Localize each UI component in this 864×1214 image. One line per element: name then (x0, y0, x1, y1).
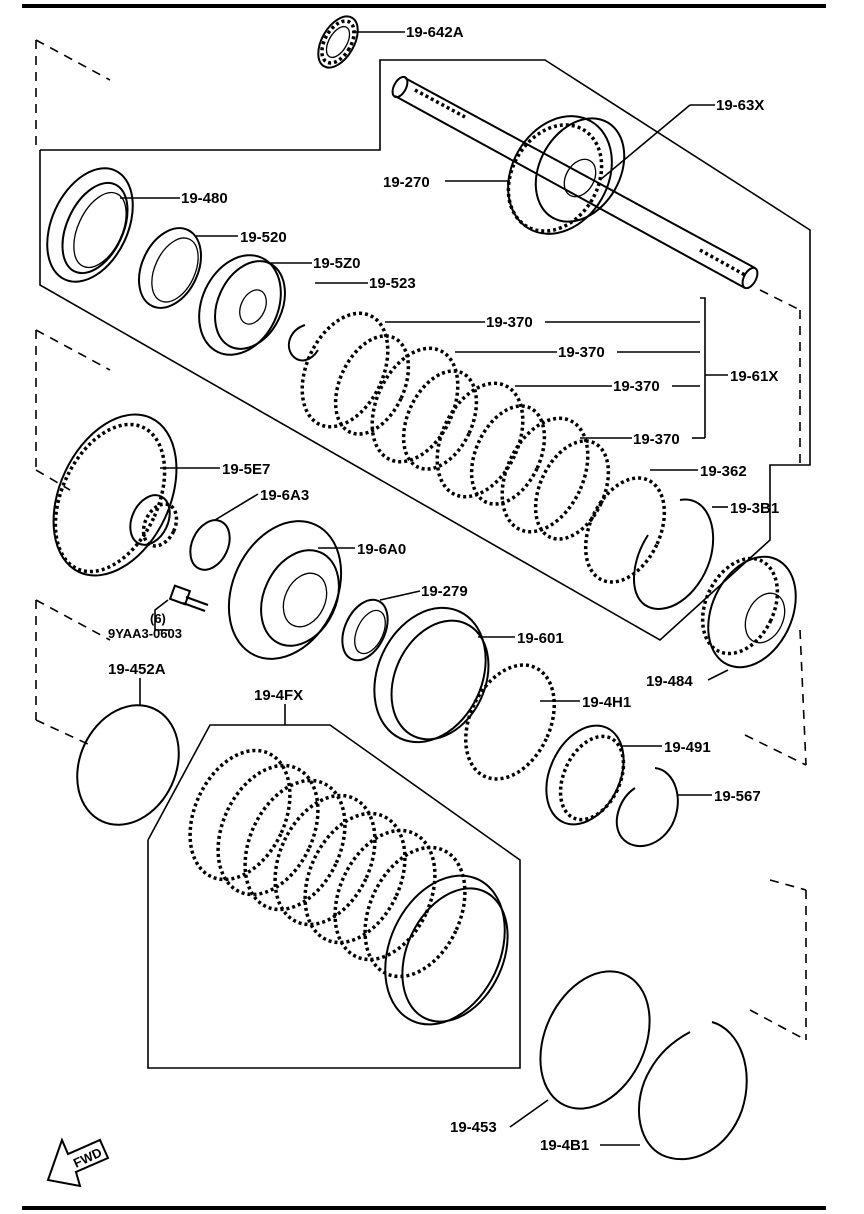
label-19-520: 19-520 (240, 229, 287, 246)
fwd-arrow-icon: FWD (46, 1137, 110, 1188)
dashed-line-mid-left-diag (35, 329, 111, 371)
leader-bolt (154, 599, 170, 631)
leader-484 (707, 669, 729, 681)
part-19-642a (317, 15, 359, 69)
part-19-484 (700, 555, 797, 669)
part-19-6a3 (189, 519, 231, 571)
part-19-3b1 (633, 498, 715, 610)
label-19-370-a: 19-370 (486, 314, 533, 331)
dashed-line-right-2 (799, 629, 807, 766)
part-19-4b1 (638, 1021, 748, 1161)
part-19-370-plates (300, 311, 611, 541)
label-19-453: 19-453 (450, 1119, 497, 1136)
label-19-601: 19-601 (517, 630, 564, 647)
group-4fx-outline (147, 724, 521, 1069)
label-19-370-c: 19-370 (613, 378, 660, 395)
label-19-484: 19-484 (646, 673, 693, 690)
label-19-523: 19-523 (369, 275, 416, 292)
dashed-line-mid-left-2 (35, 469, 71, 491)
leader-6a3 (214, 493, 259, 521)
label-19-642a: 19-642A (406, 24, 464, 41)
leader-63x (599, 104, 691, 181)
label-19-4fx: 19-4FX (254, 687, 303, 704)
dashed-line-right-3-top (769, 879, 807, 891)
dashed-line-shaft-end (759, 289, 801, 311)
label-19-4b1: 19-4B1 (540, 1137, 589, 1154)
dashed-line-low-left-diag (35, 599, 111, 641)
leader-279 (379, 590, 421, 601)
label-19-279: 19-279 (421, 583, 468, 600)
group-61x-outline (39, 59, 811, 641)
part-19-5e7 (52, 413, 179, 577)
part-19-491 (545, 724, 626, 826)
label-19-5z0: 19-5Z0 (313, 255, 361, 272)
part-19-452a (76, 704, 180, 826)
part-19-523 (287, 324, 319, 362)
label-19-6a0: 19-6A0 (357, 541, 406, 558)
part-19-4fx-pack (188, 748, 509, 1026)
dashed-line-right-2-diag (744, 734, 807, 766)
label-19-4h1: 19-4H1 (582, 694, 631, 711)
label-19-362: 19-362 (700, 463, 747, 480)
part-19-279 (341, 598, 389, 662)
part-19-567 (615, 767, 679, 848)
part-19-601 (373, 606, 490, 744)
label-19-370-d: 19-370 (633, 431, 680, 448)
dashed-line-low-left-2 (35, 719, 91, 746)
label-19-370-b: 19-370 (558, 344, 605, 361)
label-19-61x: 19-61X (730, 368, 778, 385)
leader-453 (509, 1099, 549, 1128)
part-19-6a0 (227, 520, 343, 660)
part-19-270-drum (506, 115, 626, 235)
part-19-5z0 (198, 254, 286, 356)
part-19-480 (46, 167, 134, 283)
label-bolt-qty: (6) (150, 611, 166, 626)
label-19-63x: 19-63X (716, 97, 764, 114)
label-19-480: 19-480 (181, 190, 228, 207)
label-bolt-9yaa3: 9YAA3-0603 (108, 626, 182, 641)
part-19-362 (583, 476, 667, 584)
label-19-491: 19-491 (664, 739, 711, 756)
label-19-3b1: 19-3B1 (730, 500, 779, 517)
label-19-6a3: 19-6A3 (260, 487, 309, 504)
part-19-520 (138, 227, 202, 309)
dashed-line-right-3-diag (749, 1009, 807, 1041)
label-19-567: 19-567 (714, 788, 761, 805)
label-19-452a: 19-452A (108, 661, 166, 678)
leader-61x-bracket (700, 297, 706, 438)
part-bolt (168, 584, 209, 612)
part-19-4h1 (464, 663, 556, 781)
part-19-63x-shaft (391, 75, 759, 290)
dashed-line-top-left-diag (35, 39, 111, 81)
label-19-5e7: 19-5E7 (222, 461, 270, 478)
label-19-270: 19-270 (383, 174, 430, 191)
part-19-453 (539, 970, 651, 1110)
